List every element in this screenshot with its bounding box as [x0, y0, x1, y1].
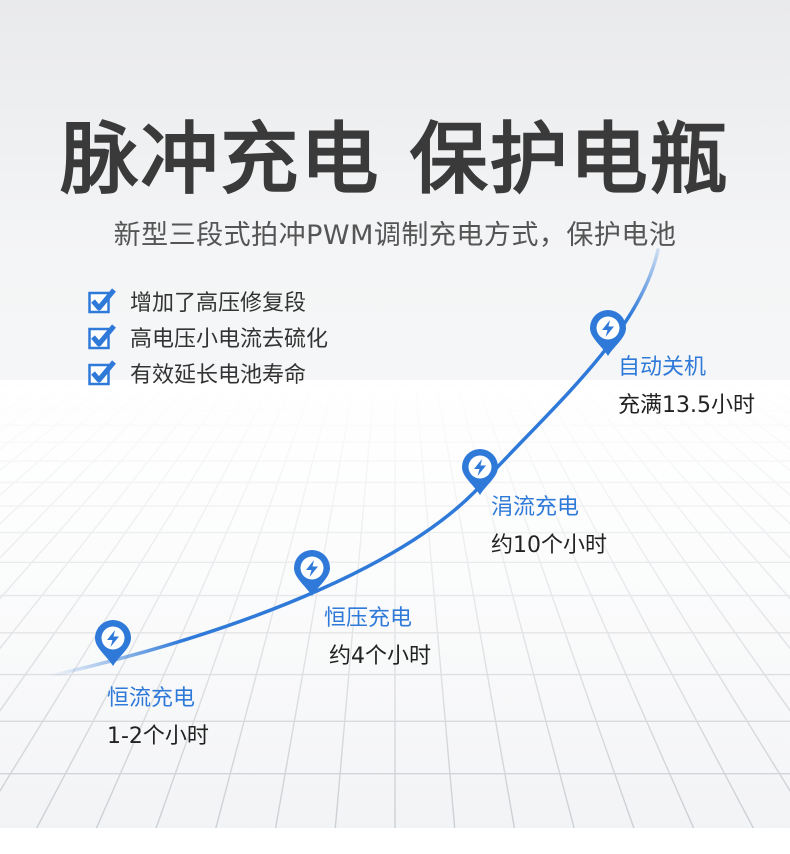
feature-label: 高电压小电流去硫化	[130, 327, 329, 352]
checkbox-checked-icon	[88, 288, 116, 314]
feature-label: 有效延长电池寿命	[130, 363, 307, 388]
feature-list: 增加了高压修复段 高电压小电流去硫化 有效延长电池寿命	[88, 283, 328, 391]
feature-item: 增加了高压修复段	[88, 283, 328, 319]
lightning-pin-icon	[95, 620, 131, 666]
stage-constant-voltage: 恒压充电 约4个小时	[324, 604, 431, 672]
stage-trickle: 涓流充电 约10个小时	[491, 493, 607, 561]
stage-title: 恒压充电	[324, 606, 413, 631]
stage-time: 1-2个小时	[107, 724, 209, 749]
stage-time: 充满13.5小时	[618, 393, 755, 418]
stage-title: 涓流充电	[491, 495, 580, 520]
lightning-pin-icon	[590, 310, 626, 356]
lightning-pin-icon	[462, 449, 498, 495]
checkbox-checked-icon	[88, 360, 116, 386]
feature-label: 增加了高压修复段	[130, 291, 307, 316]
stage-time: 约4个小时	[329, 644, 431, 669]
stage-auto-shutdown: 自动关机 充满13.5小时	[618, 353, 755, 421]
stage-constant-current: 恒流充电 1-2个小时	[107, 684, 209, 752]
page-title: 脉冲充电 保护电瓶	[60, 115, 730, 205]
checkbox-checked-icon	[88, 324, 116, 350]
feature-item: 有效延长电池寿命	[88, 355, 328, 391]
page-subtitle: 新型三段式拍冲PWM调制充电方式，保护电池	[113, 220, 677, 251]
stage-title: 自动关机	[618, 355, 707, 380]
stage-title: 恒流充电	[107, 686, 196, 711]
stage-time: 约10个小时	[491, 533, 607, 558]
feature-item: 高电压小电流去硫化	[88, 319, 328, 355]
lightning-pin-icon	[294, 550, 330, 596]
